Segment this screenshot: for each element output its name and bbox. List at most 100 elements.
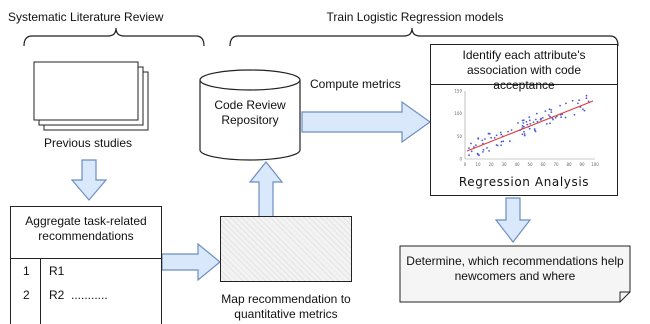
map-caption: Map recommendation to quantitative metri… [221,292,351,321]
y-tick-label: 100 [454,111,462,116]
arrow-repository-to-regression [301,100,432,144]
scatter-point [521,133,524,136]
scatter-point [468,154,470,157]
brace-slr [23,27,205,47]
scatter-point [532,121,535,123]
scatter-point [481,139,484,142]
x-tick-label: 10 [475,162,481,167]
x-tick-label: 50 [527,162,533,167]
scatter-point [528,127,531,130]
scatter-point [499,131,502,134]
scatter-point [583,109,586,112]
scatter-point [529,123,532,125]
y-tick-label: 150 [454,89,462,94]
aggregate-recommendations-table: Aggregate task-related recommendations 1… [10,206,162,324]
scatter-point [470,150,473,153]
scatter-point [502,140,505,143]
scatter-point [486,147,488,149]
determine-note-shape [399,245,631,303]
scatter-point [554,116,557,119]
scatter-point [521,125,524,127]
table-row: 1 R1 [11,259,161,283]
brace-train [229,27,619,47]
aggregate-rows: 1 R1 2 R2 ........... [11,259,161,307]
row-text: R2 ........... [49,288,108,302]
x-tick-label: 80 [566,162,572,167]
scatter-point [495,144,498,146]
scatter-point [571,99,574,102]
scatter-point [541,117,544,119]
regression-panel: Identify each attribute's association wi… [430,44,618,196]
scatter-point [565,102,567,105]
scatter-point [577,102,579,105]
x-tick-label: 40 [514,162,520,167]
scatter-point [582,108,584,111]
heading-systematic-literature-review: Systematic Literature Review [8,10,164,24]
scatter-point [509,140,511,143]
determine-text: Determine, which recommendations help ne… [406,254,624,283]
scatter-point [545,123,548,125]
scatter-point [523,130,525,133]
row-number: 2 [23,288,30,302]
scatter-point [523,125,525,128]
scatter-point [560,116,562,118]
scatter-point [522,122,525,124]
x-tick-label: 20 [488,162,494,167]
trend-line [466,100,594,152]
scatter-point [493,137,496,139]
scatter-point [549,122,551,125]
arrow-map-to-repository [248,161,284,218]
row-text: R1 [49,264,65,278]
scatter-point [468,147,470,149]
scatter-point [487,132,490,135]
scatter-point [559,104,561,107]
repository-label: Code Review Repository [214,98,286,127]
scatter-point [478,154,480,157]
regression-caption: Regression Analysis [458,175,590,189]
scatter-point [470,142,472,145]
scatter-point [473,146,475,148]
map-recommendation-box [220,216,352,282]
scatter-point [500,133,503,136]
scatter-point [573,113,576,116]
arrow-regression-to-determine [494,197,532,243]
row-number: 1 [23,264,30,278]
x-tick-label: 90 [579,162,585,167]
aggregate-title: Aggregate task-related recommendations [11,207,161,259]
scatter-point [517,122,519,124]
compute-metrics-label: Compute metrics [310,77,401,91]
scatter-point [521,119,524,122]
scatter-point [534,118,537,121]
regression-title: Identify each attribute's association wi… [431,45,617,92]
y-tick-label: 0 [459,157,462,162]
scatter-point [550,111,553,113]
scatter-point [587,100,590,103]
scatter-point [585,97,588,100]
previous-studies-label: Previous studies [43,136,133,150]
scatter-point [482,148,485,151]
heading-train-logistic-regression: Train Logistic Regression models [326,10,504,24]
y-tick-label: 50 [457,134,463,139]
scatter-point [549,115,551,118]
arrow-aggregate-to-map [161,242,221,282]
x-tick-label: 100 [591,162,599,167]
scatter-point [475,144,477,146]
scatter-point [482,151,484,153]
scatter-point [564,116,567,119]
scatter-point [539,119,542,121]
scatter-point [484,138,486,140]
scatter-point [490,136,492,139]
scatter-point [507,130,509,133]
scatter-point [528,119,531,122]
scatter-point [550,109,553,111]
scatter-point [534,130,537,133]
table-row: 2 R2 ........... [11,283,161,307]
scatter-point [523,134,526,137]
scatter-point [500,140,503,143]
scatter-point [510,129,513,131]
scatter-point [548,108,551,111]
scatter-point [552,118,554,121]
scatter-point [585,94,588,97]
